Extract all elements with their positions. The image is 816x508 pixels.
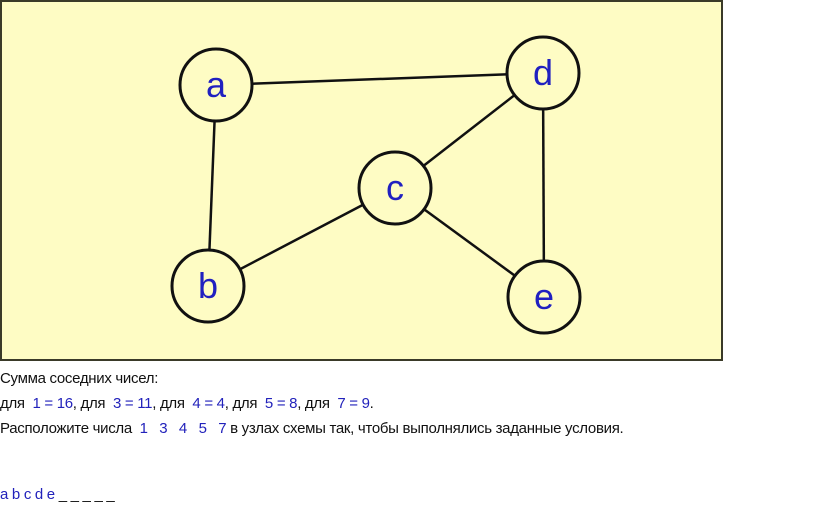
instruction-line-1: Сумма соседних чисел: [0, 370, 159, 387]
line2-segment: . [369, 395, 374, 412]
node-label-e: e [534, 276, 554, 317]
line2-segment: , для [297, 395, 338, 412]
line2-segment: 3 = 11 [113, 395, 153, 412]
line3-text-a: Расположите числа [0, 420, 140, 437]
node-label-d: d [533, 52, 553, 93]
node-c [357, 150, 433, 226]
line2-segment: , для [72, 395, 113, 412]
instruction-line-2: для 1 = 16, для 3 = 11, для 4 = 4, для 5… [0, 395, 374, 412]
node-a [178, 47, 254, 123]
node-b [170, 248, 246, 324]
node-label-c: c [386, 167, 404, 208]
node-d [505, 35, 581, 111]
answer-line: a b c d e _ _ _ _ _ [0, 486, 115, 503]
edge-a-d [215, 71, 544, 87]
line3-text-b: в узлах схемы так, чтобы выполнялись зад… [226, 420, 624, 437]
line2-segment: 7 = 9 [337, 395, 370, 412]
node-e [506, 259, 582, 335]
line2-segment: , для [224, 395, 265, 412]
answer-labels: a b c d e [0, 486, 55, 503]
answer-blanks[interactable]: _ _ _ _ _ [54, 486, 115, 503]
line2-segment: 5 = 8 [264, 395, 298, 412]
line2-segment: для [0, 395, 33, 412]
numbers-list: 1 3 4 5 7 [139, 420, 227, 437]
node-label-b: b [198, 265, 218, 306]
graph-diagram: a b c d e [0, 0, 723, 361]
line2-segment: , для [152, 395, 193, 412]
instruction-line-3: Расположите числа 1 3 4 5 7 в узлах схем… [0, 420, 624, 437]
node-label-a: a [206, 64, 227, 105]
line2-segment: 4 = 4 [192, 395, 225, 412]
line2-segment: 1 = 16 [32, 395, 73, 412]
